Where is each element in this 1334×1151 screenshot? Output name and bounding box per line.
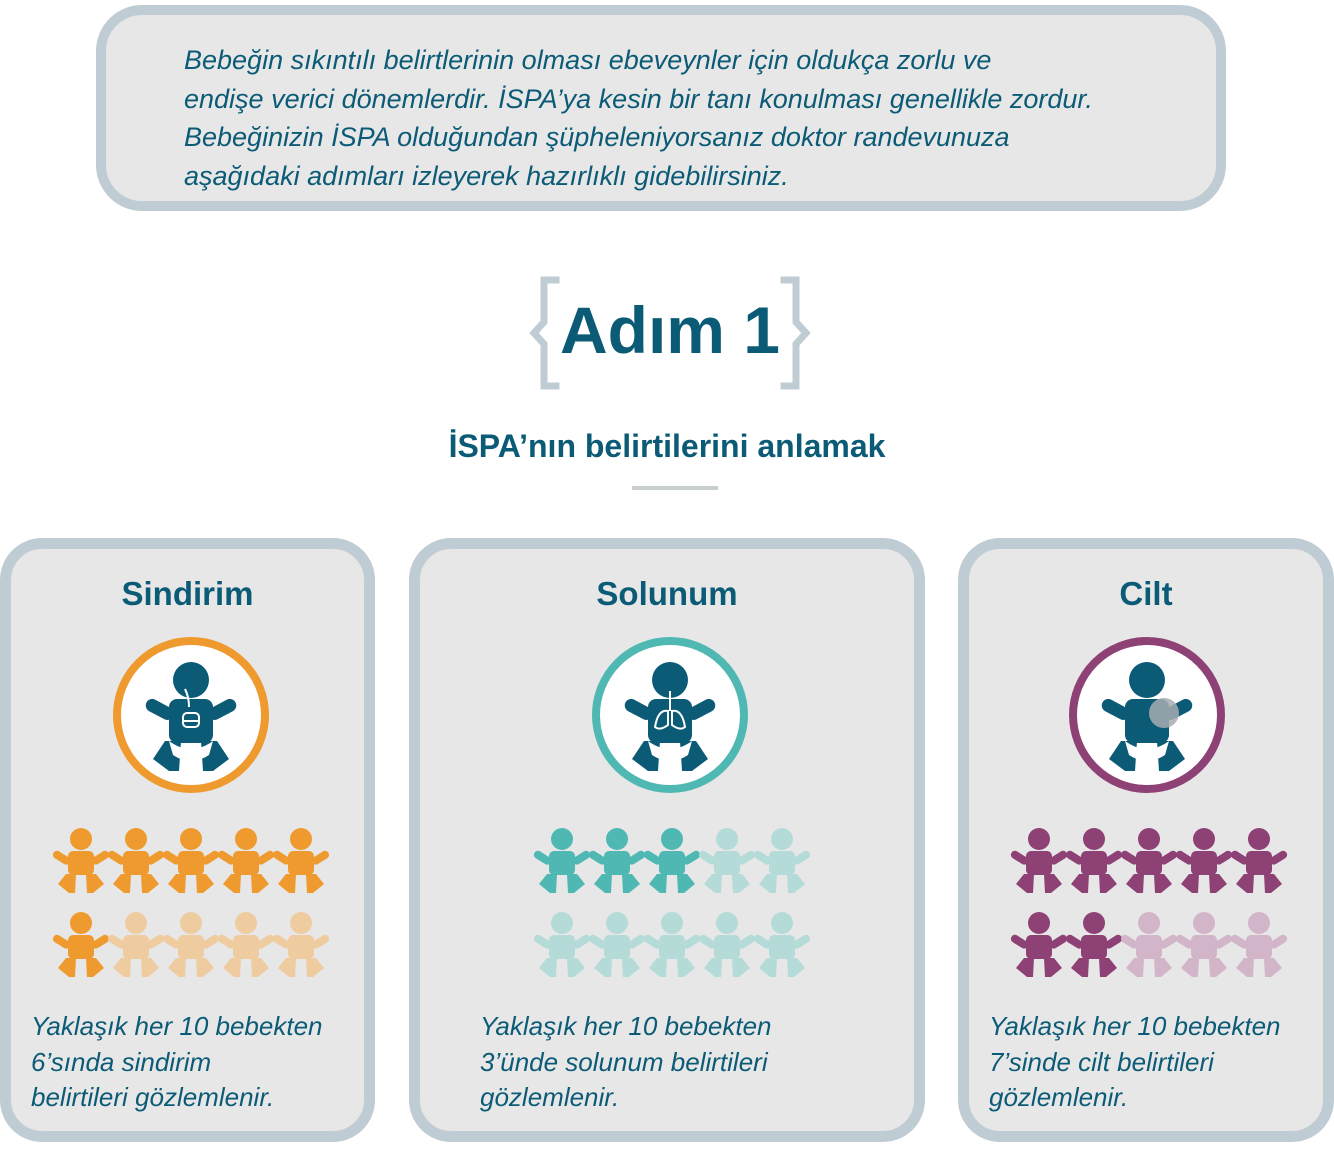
baby-figure-icon: [588, 828, 646, 893]
baby-figure-icon: [1230, 828, 1288, 893]
baby-figure-icon: [107, 828, 165, 893]
card-text-line: gözlemlenir.: [480, 1082, 620, 1112]
baby-figure-icon: [272, 828, 330, 893]
baby-digestive-icon: [113, 637, 269, 793]
card-text-line: belirtileri gözlemlenir.: [31, 1082, 275, 1112]
baby-figure-icon: [753, 912, 811, 977]
baby-figure-icon: [272, 912, 330, 977]
card-text-line: Yaklaşık her 10 bebekten: [989, 1011, 1281, 1041]
card-title: Solunum: [596, 575, 738, 612]
card-title: Sindirim: [121, 575, 254, 612]
card-sindirim: Sindirim Yaklaşık her 10 bebekten 6’sınd…: [0, 538, 375, 1142]
curly-brackets-icon: [529, 276, 811, 390]
baby-figure-icon: [1010, 828, 1068, 893]
section-subtitle: İSPA’nın belirtilerini anlamak: [448, 428, 886, 464]
card-text-line: 3’ünde solunum belirtileri: [480, 1046, 768, 1077]
card-title: Cilt: [1119, 575, 1173, 612]
baby-grid: [52, 828, 330, 977]
intro-box: Bebeğin sıkıntılı belirtlerinin olması e…: [96, 5, 1226, 211]
baby-figure-icon: [753, 828, 811, 893]
baby-figure-icon: [643, 828, 701, 893]
step-heading: Adım 1: [520, 272, 820, 394]
card-text-line: gözlemlenir.: [989, 1082, 1129, 1112]
step-title: Adım 1: [559, 293, 781, 367]
baby-figure-icon: [1175, 912, 1233, 977]
baby-lungs-icon: [592, 637, 748, 793]
intro-line: aşağıdaki adımları izleyerek hazırlıklı …: [184, 160, 789, 191]
baby-figure-icon: [217, 828, 275, 893]
baby-figure-icon: [1065, 828, 1123, 893]
baby-grid: [533, 828, 811, 977]
baby-figure-icon: [643, 912, 701, 977]
baby-figure-icon: [698, 828, 756, 893]
intro-line: Bebeğin sıkıntılı belirtlerinin olması e…: [184, 45, 992, 75]
divider: [632, 486, 718, 490]
baby-figure-icon: [162, 912, 220, 977]
card-text: Yaklaşık her 10 bebekten 3’ünde solunum …: [480, 1009, 771, 1116]
baby-figure-icon: [1120, 828, 1178, 893]
card-text-line: 7’sinde cilt belirtileri: [989, 1046, 1214, 1077]
intro-text: Bebeğin sıkıntılı belirtlerinin olması e…: [184, 41, 1204, 195]
baby-figure-icon: [1175, 828, 1233, 893]
card-text-line: Yaklaşık her 10 bebekten: [31, 1011, 323, 1041]
card-solunum: Solunum Yaklaşık her 10 bebekten 3’ünde …: [409, 538, 925, 1142]
baby-figure-icon: [698, 912, 756, 977]
baby-figure-icon: [52, 912, 110, 977]
baby-figure-icon: [588, 912, 646, 977]
baby-figure-icon: [1230, 912, 1288, 977]
baby-figure-icon: [533, 912, 591, 977]
baby-figure-icon: [217, 912, 275, 977]
card-cilt: Cilt Yaklaşık her 10 bebekten 7’sinde ci…: [958, 538, 1334, 1142]
baby-figure-icon: [162, 828, 220, 893]
card-text-line: 6’sında sindirim: [31, 1046, 212, 1077]
baby-figure-icon: [1010, 912, 1068, 977]
card-text-line: Yaklaşık her 10 bebekten: [480, 1011, 772, 1041]
baby-figure-icon: [1065, 912, 1123, 977]
baby-figure-icon: [1120, 912, 1178, 977]
baby-figure-icon: [52, 828, 110, 893]
intro-line: endişe verici dönemlerdir. İSPA’ya kesin…: [184, 83, 1093, 114]
baby-grid: [1010, 828, 1288, 977]
card-text: Yaklaşık her 10 bebekten 6’sında sindiri…: [31, 1009, 322, 1116]
intro-line: Bebeğinizin İSPA olduğundan şüpheleniyor…: [184, 122, 1010, 152]
baby-skin-icon: [1069, 637, 1225, 793]
baby-figure-icon: [533, 828, 591, 893]
card-text: Yaklaşık her 10 bebekten 7’sinde cilt be…: [989, 1009, 1280, 1116]
baby-figure-icon: [107, 912, 165, 977]
